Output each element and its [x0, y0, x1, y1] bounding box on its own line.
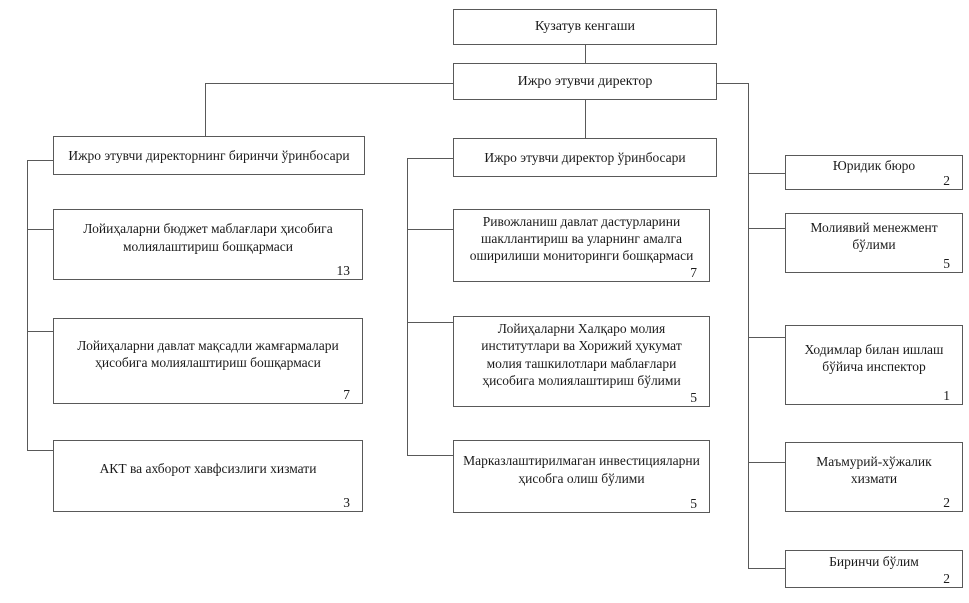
connector-stub-right5 [748, 568, 785, 569]
connector-stub-right4 [748, 462, 785, 463]
node-label: Ривожланиш давлат дастурларини шаклланти… [469, 213, 694, 264]
org-node-financial-management-dept: Молиявий менежмент бўлими 5 [785, 213, 963, 273]
staff-count-badge: 7 [343, 386, 350, 402]
connector-stub-first-deputy [27, 160, 53, 161]
org-node-administrative-service: Маъмурий-хўжалик хизмати 2 [785, 442, 963, 512]
connector-stub-right3 [748, 337, 785, 338]
staff-count-badge: 5 [690, 495, 697, 511]
connector-stub-mid2 [407, 322, 453, 323]
connector-line-right-spine [748, 83, 749, 568]
node-label: Лойиҳаларни Халқаро молия институтлари в… [481, 320, 682, 388]
connector-stub-left3 [27, 450, 53, 451]
org-node-development-programs-dept: Ривожланиш давлат дастурларини шаклланти… [453, 209, 710, 282]
connector-stub-right1 [748, 173, 785, 174]
staff-count-badge: 5 [943, 255, 950, 271]
connector-line-director-right-h [717, 83, 748, 84]
org-node-legal-bureau: Юридик бюро 2 [785, 155, 963, 190]
node-label: Ижро этувчи директор [517, 73, 653, 89]
node-label: Кузатув кенгаши [534, 19, 636, 35]
staff-count-badge: 5 [690, 389, 697, 405]
staff-count-badge: 13 [336, 262, 351, 278]
connector-line-director-left-h [205, 83, 453, 84]
org-node-ict-security-service: АКТ ва ахборот хавфсизлиги хизмати 3 [53, 440, 363, 512]
org-node-budget-financing-dept: Лойиҳаларни бюджет маблағлари ҳисобига м… [53, 209, 363, 280]
connector-stub-mid3 [407, 455, 453, 456]
org-node-first-department: Биринчи бўлим 2 [785, 550, 963, 588]
node-label: АКТ ва ахборот хавфсизлиги хизмати [99, 461, 317, 477]
org-node-supervisory-board: Кузатув кенгаши [453, 9, 717, 45]
node-label: Лойиҳаларни бюджет маблағлари ҳисобига м… [83, 221, 333, 254]
node-label: Молиявий менежмент бўлими [810, 219, 938, 252]
staff-count-badge: 2 [943, 172, 950, 188]
connector-line-board-director [585, 44, 586, 63]
staff-count-badge: 1 [943, 387, 950, 403]
connector-stub-left1 [27, 229, 53, 230]
connector-line-left-spine [27, 160, 28, 450]
org-node-executive-director: Ижро этувчи директор [453, 63, 717, 100]
org-node-intl-finance-dept: Лойиҳаларни Халқаро молия институтлари в… [453, 316, 710, 407]
connector-line-director-left-v [205, 83, 206, 136]
staff-count-badge: 2 [943, 570, 950, 586]
org-node-deputy-director: Ижро этувчи директор ўринбосари [453, 138, 717, 177]
connector-line-director-deputy [585, 100, 586, 138]
org-node-decentralized-investments-dept: Марказлаштирилмаган инвестицияларни ҳисо… [453, 440, 710, 513]
node-label: Маъмурий-хўжалик хизмати [816, 453, 932, 486]
node-label: Ижро этувчи директорнинг биринчи ўринбос… [68, 147, 350, 163]
connector-stub-left2 [27, 331, 53, 332]
node-label: Юридик бюро [832, 157, 916, 173]
connector-line-mid-spine [407, 158, 408, 455]
org-node-hr-inspector: Ходимлар билан ишлаш бўйича инспектор 1 [785, 325, 963, 405]
connector-stub-deputy [407, 158, 453, 159]
staff-count-badge: 2 [943, 494, 950, 510]
org-node-state-funds-dept: Лойиҳаларни давлат мақсадли жамғармалари… [53, 318, 363, 404]
node-label: Биринчи бўлим [829, 554, 919, 570]
org-node-first-deputy: Ижро этувчи директорнинг биринчи ўринбос… [53, 136, 365, 175]
connector-stub-right2 [748, 228, 785, 229]
staff-count-badge: 3 [343, 494, 350, 510]
node-label: Ижро этувчи директор ўринбосари [484, 149, 686, 165]
connector-stub-mid1 [407, 229, 453, 230]
node-label: Лойиҳаларни давлат мақсадли жамғармалари… [77, 337, 339, 370]
node-label: Ходимлар билан ишлаш бўйича инспектор [804, 341, 944, 374]
staff-count-badge: 7 [690, 264, 697, 280]
node-label: Марказлаштирилмаган инвестицияларни ҳисо… [463, 453, 700, 486]
